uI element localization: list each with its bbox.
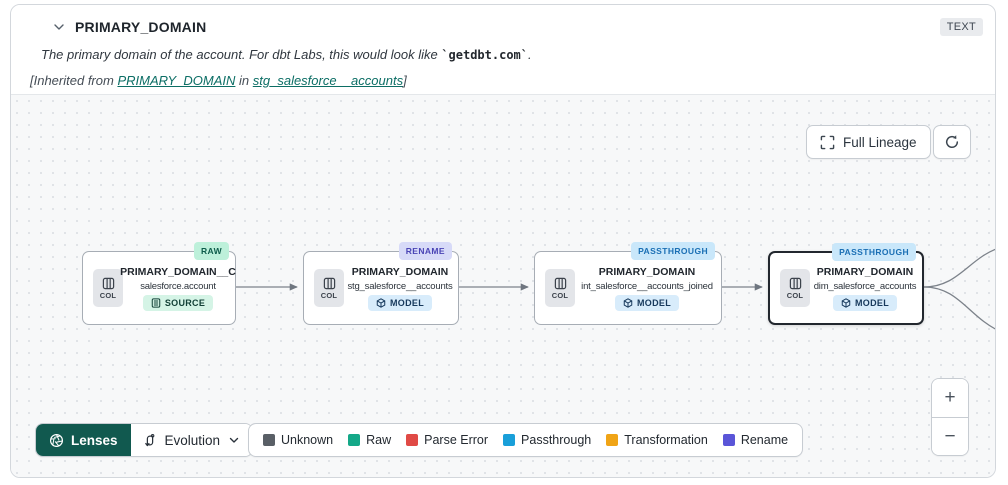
- legend-swatch: [503, 434, 516, 446]
- resource-type-badge: MODEL: [833, 294, 897, 311]
- lens-icon: [49, 433, 64, 447]
- resource-type-badge: MODEL: [368, 294, 432, 311]
- collapse-chevron-icon[interactable]: [49, 17, 69, 37]
- model-icon: [623, 297, 633, 308]
- legend-swatch: [348, 434, 361, 446]
- lens-dropdown[interactable]: Evolution: [130, 424, 253, 456]
- node-title: PRIMARY_DOMAIN: [598, 265, 696, 278]
- legend-swatch: [406, 434, 419, 446]
- lenses-control: Lenses Evolution: [35, 423, 254, 457]
- lineage-node-intermediate[interactable]: PASSTHROUGH COL PRIMARY_DOMAIN int_sales…: [534, 242, 722, 325]
- inherited-column-link[interactable]: PRIMARY_DOMAIN: [117, 73, 236, 88]
- column-title: PRIMARY_DOMAIN: [75, 19, 207, 35]
- legend-item-rename: Rename: [722, 433, 788, 447]
- lineage-edges: [236, 248, 995, 330]
- zoom-out-button[interactable]: −: [932, 417, 968, 455]
- node-subtitle: int_salesforce__accounts_joined: [581, 280, 713, 292]
- refresh-button[interactable]: [933, 125, 971, 159]
- lineage-node-source[interactable]: RAW COL PRIMARY_DOMAIN__C salesforce.acc…: [82, 242, 236, 325]
- legend-item-passthrough: Passthrough: [503, 433, 591, 447]
- node-subtitle: dim_salesforce_accounts: [813, 280, 917, 292]
- inherited-model-link[interactable]: stg_salesforce__accounts: [252, 73, 404, 88]
- column-icon: [554, 277, 566, 289]
- column-lineage-panel: PRIMARY_DOMAIN TEXT The primary domain o…: [10, 4, 996, 478]
- resource-type-badge: SOURCE: [142, 294, 214, 311]
- full-lineage-label: Full Lineage: [843, 134, 917, 150]
- model-icon: [841, 297, 851, 308]
- column-chip: COL: [314, 269, 344, 307]
- legend-swatch: [606, 434, 619, 446]
- legend-item-transformation: Transformation: [606, 433, 708, 447]
- chevron-down-icon: [229, 437, 239, 443]
- node-title: PRIMARY_DOMAIN: [351, 265, 449, 278]
- column-chip: COL: [780, 269, 810, 307]
- evolution-badge: RAW: [193, 242, 229, 260]
- lineage-node-dim-selected[interactable]: PASSTHROUGH COL PRIMARY_DOMAIN dim_sales…: [768, 243, 924, 325]
- column-icon: [323, 277, 335, 289]
- full-lineage-button[interactable]: Full Lineage: [806, 125, 931, 159]
- header: PRIMARY_DOMAIN TEXT The primary domain o…: [11, 5, 995, 94]
- model-icon: [376, 297, 386, 308]
- refresh-icon: [944, 134, 960, 150]
- code-snippet: `getdbt.com`: [441, 48, 529, 62]
- inherited-from-note: [Inherited from PRIMARY_DOMAIN in stg_sa…: [30, 73, 407, 88]
- column-icon: [789, 277, 801, 289]
- legend-swatch: [263, 434, 275, 446]
- evolution-icon: [144, 433, 154, 446]
- expand-icon: [820, 135, 835, 150]
- lineage-node-staging[interactable]: RENAME COL PRIMARY_DOMAIN stg_salesforce…: [303, 242, 459, 325]
- legend-item-parse-error: Parse Error: [406, 433, 488, 447]
- column-chip: COL: [545, 269, 575, 307]
- legend-item-raw: Raw: [348, 433, 391, 447]
- data-type-badge: TEXT: [939, 18, 983, 36]
- column-icon: [102, 277, 114, 289]
- legend-swatch: [722, 434, 735, 446]
- lenses-label: Lenses: [71, 432, 118, 448]
- column-chip: COL: [93, 269, 123, 307]
- lineage-canvas[interactable]: Full Lineage RAW COL PRIMARY_DOMAIN__C s…: [11, 94, 995, 477]
- evolution-badge: PASSTHROUGH: [832, 243, 916, 261]
- node-title: PRIMARY_DOMAIN__C: [120, 265, 236, 278]
- evolution-badge: RENAME: [398, 242, 452, 260]
- selected-lens-label: Evolution: [164, 432, 221, 448]
- column-description: The primary domain of the account. For d…: [41, 47, 532, 62]
- zoom-controls: + −: [931, 378, 969, 456]
- node-title: PRIMARY_DOMAIN: [816, 265, 914, 278]
- node-subtitle: salesforce.account: [140, 280, 216, 292]
- evolution-badge: PASSTHROUGH: [631, 242, 715, 260]
- lenses-button[interactable]: Lenses: [36, 424, 131, 456]
- node-subtitle: stg_salesforce__accounts: [347, 280, 453, 292]
- zoom-in-button[interactable]: +: [932, 379, 968, 417]
- source-icon: [151, 297, 161, 308]
- legend-item-unknown: Unknown: [263, 433, 333, 447]
- resource-type-badge: MODEL: [615, 294, 679, 311]
- evolution-legend: Unknown Raw Parse Error Passthrough Tran…: [248, 423, 804, 457]
